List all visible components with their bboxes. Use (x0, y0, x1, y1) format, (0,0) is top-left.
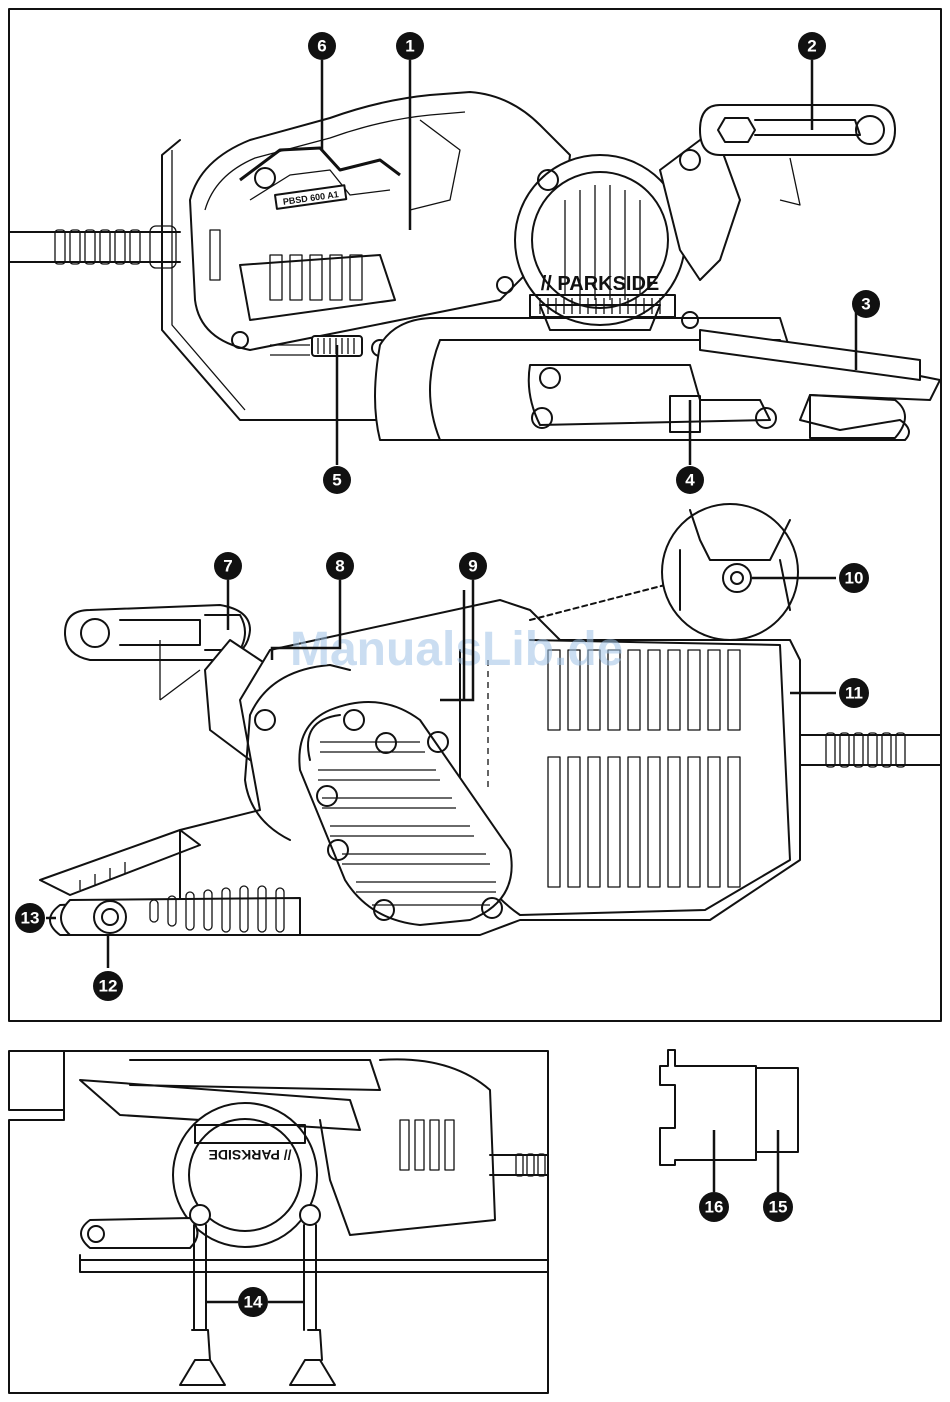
svg-text:8: 8 (335, 557, 344, 576)
callout-15: 15 (763, 1192, 793, 1222)
svg-text:9: 9 (468, 557, 477, 576)
brand-label-inverted: // PARKSIDE (209, 1147, 292, 1163)
callout-6: 6 (308, 32, 336, 60)
svg-text:6: 6 (317, 37, 326, 56)
svg-text:11: 11 (845, 684, 863, 703)
sander-rear-view (40, 504, 940, 935)
svg-text:12: 12 (99, 977, 118, 996)
svg-text:7: 7 (223, 557, 232, 576)
sander-side-view: PBSD 600 A1 (10, 92, 940, 440)
callout-9: 9 (459, 552, 487, 580)
dust-outlet-knob[interactable] (94, 901, 126, 933)
stationary-mount-view: // PARKSIDE (80, 1059, 548, 1385)
svg-text:3: 3 (861, 295, 870, 314)
callout-7: 7 (214, 552, 242, 580)
svg-text:4: 4 (685, 471, 695, 490)
callout-3: 3 (852, 290, 880, 318)
callout-10: 10 (839, 563, 869, 593)
svg-text:5: 5 (332, 471, 341, 490)
callout-11: 11 (839, 678, 869, 708)
svg-text:13: 13 (21, 909, 40, 928)
svg-text:2: 2 (807, 37, 816, 56)
callout-13: 13 (15, 903, 45, 933)
brand-label: // PARKSIDE (541, 273, 660, 295)
callout-5: 5 (323, 466, 351, 494)
callout-2: 2 (798, 32, 826, 60)
svg-text:15: 15 (769, 1198, 788, 1217)
callout-4: 4 (676, 466, 704, 494)
callout-1: 1 (396, 32, 424, 60)
callout-16: 16 (699, 1192, 729, 1222)
svg-text:16: 16 (705, 1198, 724, 1217)
callout-12: 12 (93, 971, 123, 1001)
svg-text:1: 1 (405, 37, 414, 56)
svg-text:10: 10 (845, 569, 864, 588)
svg-text:14: 14 (244, 1293, 263, 1312)
callout-14: 14 (238, 1287, 268, 1317)
bottom-panel-corner-box (9, 1051, 64, 1110)
callout-8: 8 (326, 552, 354, 580)
